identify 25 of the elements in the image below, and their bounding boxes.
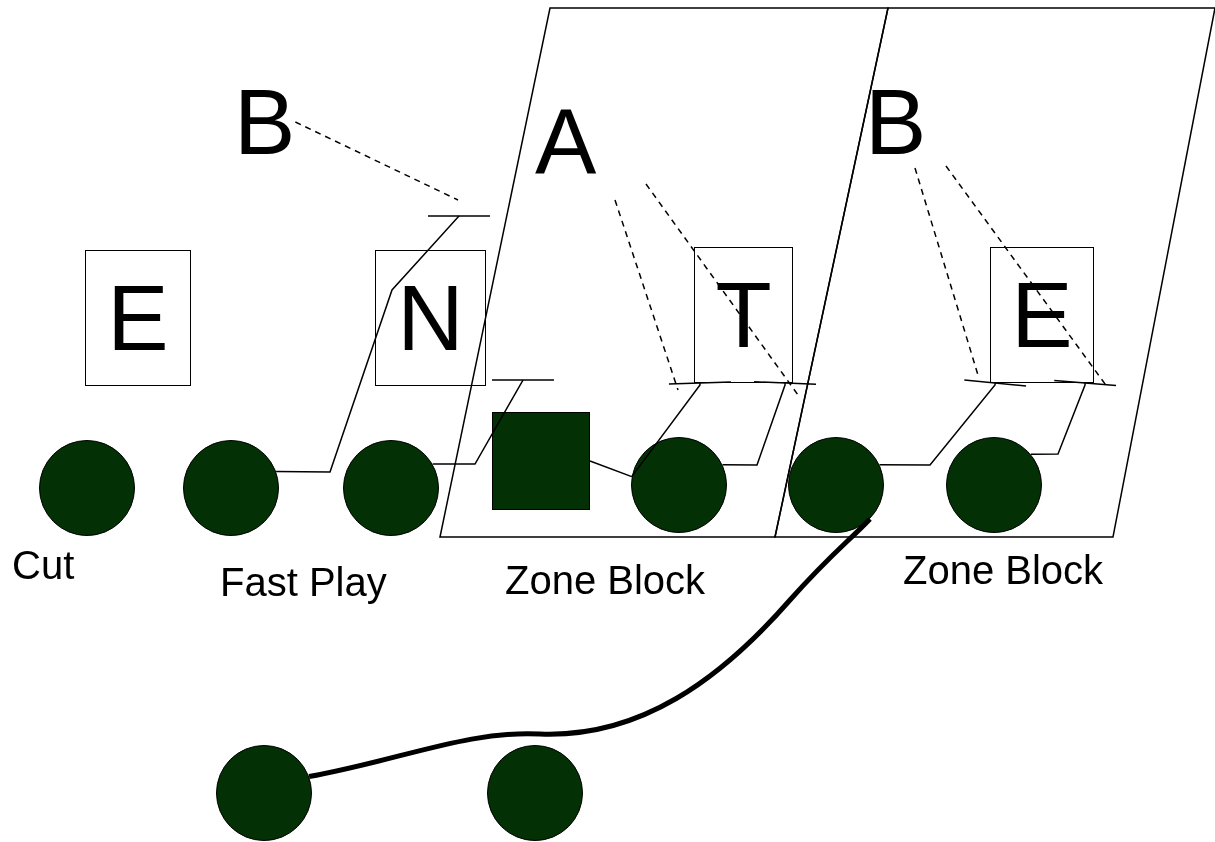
block-line (1030, 379, 1117, 455)
position-letter: E (1011, 269, 1073, 361)
gap-letter: B (865, 76, 927, 168)
play-note: Fast Play (220, 562, 387, 602)
center-square (492, 412, 590, 510)
play-note: Zone Block (903, 550, 1104, 590)
play-note: Zone Block (505, 560, 706, 600)
position-letter: N (397, 272, 464, 364)
defender-box (990, 247, 1094, 383)
defender-box (694, 247, 793, 383)
block-line (431, 379, 555, 465)
block-line (275, 215, 491, 473)
block-line (721, 381, 817, 466)
position-letter: E (107, 272, 169, 364)
block-line (631, 381, 732, 478)
connector-line (589, 460, 633, 478)
position-letter: T (715, 269, 772, 361)
run-path-line (308, 517, 872, 780)
block-line (878, 379, 1027, 466)
defender-box (85, 250, 191, 386)
gap-letter: B (234, 76, 296, 168)
gap-letter: A (535, 96, 597, 188)
defender-box (375, 250, 486, 386)
play-note: Cut (12, 545, 75, 585)
dashed-line (294, 121, 459, 201)
